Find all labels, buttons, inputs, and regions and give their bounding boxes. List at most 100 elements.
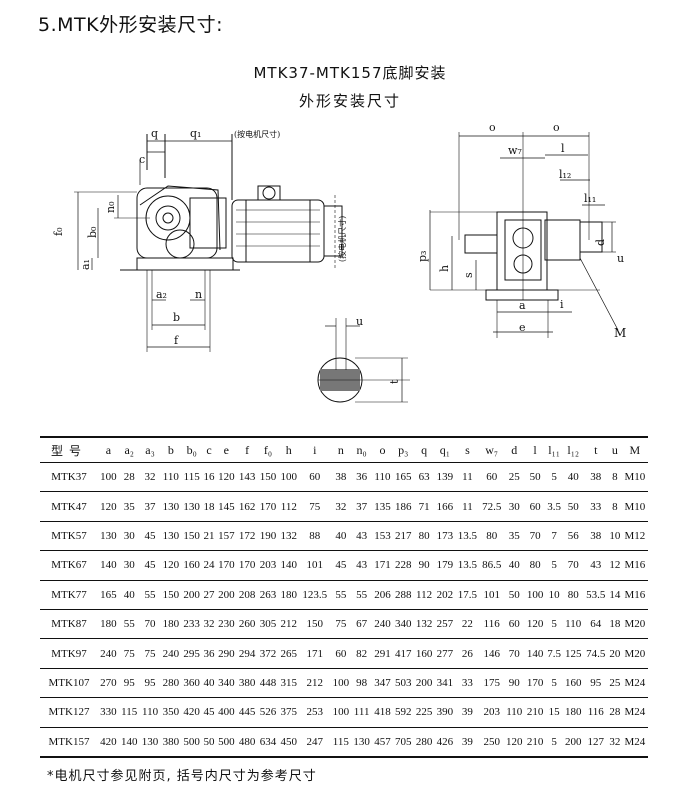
value-cell: 212 <box>278 609 300 640</box>
column-header: l₁₂ <box>562 436 584 463</box>
value-cell: M20 <box>621 638 648 669</box>
value-cell: 120 <box>160 550 182 581</box>
value-cell: 146 <box>479 638 504 669</box>
value-cell: 33 <box>455 668 480 699</box>
value-cell: 115 <box>330 727 352 758</box>
label-n: n <box>195 288 202 301</box>
value-cell: 11 <box>455 462 480 493</box>
value-cell: 17.5 <box>455 580 480 610</box>
value-cell: 125 <box>562 638 584 669</box>
value-cell: 112 <box>278 491 300 522</box>
value-cell: 33 <box>583 491 608 522</box>
value-cell: 175 <box>479 668 504 699</box>
value-cell: 75 <box>139 638 161 669</box>
label-motor-dim-note-vertical: (按电机尺寸) <box>337 216 347 262</box>
value-cell: 60 <box>299 462 331 493</box>
value-cell: 294 <box>236 638 258 669</box>
value-cell: 39 <box>455 697 480 728</box>
value-cell: 153 <box>372 521 393 552</box>
value-cell: 170 <box>236 550 258 581</box>
value-cell: 170 <box>215 550 237 581</box>
value-cell: 7 <box>545 521 563 552</box>
value-cell: 190 <box>257 521 279 552</box>
value-cell: 170 <box>257 491 279 522</box>
value-cell: 445 <box>236 697 258 728</box>
value-cell: 64 <box>583 609 608 640</box>
value-cell: 95 <box>118 668 140 699</box>
value-cell: 390 <box>434 697 456 728</box>
label-u-key: u <box>356 315 363 328</box>
value-cell: 426 <box>434 727 456 758</box>
value-cell: 341 <box>434 668 456 699</box>
value-cell: 135 <box>372 491 393 522</box>
value-cell: 50 <box>562 491 584 522</box>
value-cell: 112 <box>413 580 435 610</box>
value-cell: 305 <box>257 609 279 640</box>
value-cell: 120 <box>215 462 237 493</box>
column-header: q₁ <box>434 436 456 463</box>
value-cell: 10 <box>545 580 563 610</box>
value-cell: 115 <box>118 697 140 728</box>
value-cell: 30 <box>118 521 140 552</box>
value-cell: 39 <box>455 727 480 758</box>
column-header: e <box>215 436 237 463</box>
value-cell: 130 <box>160 491 182 522</box>
column-header: a <box>98 436 119 463</box>
value-cell: 265 <box>278 638 300 669</box>
model-cell: MTK57 <box>40 521 98 552</box>
value-cell: 171 <box>299 638 331 669</box>
value-cell: M24 <box>621 697 648 728</box>
label-p3: p₃ <box>416 251 429 262</box>
value-cell: 240 <box>98 638 119 669</box>
value-cell: 143 <box>236 462 258 493</box>
value-cell: 32 <box>330 491 352 522</box>
value-cell: 63 <box>413 462 435 493</box>
value-cell: 70 <box>524 521 546 552</box>
value-cell: 40 <box>118 580 140 610</box>
value-cell: 260 <box>236 609 258 640</box>
value-cell: 592 <box>392 697 414 728</box>
value-cell: 116 <box>583 697 608 728</box>
model-cell: MTK97 <box>40 638 98 669</box>
value-cell: 315 <box>278 668 300 699</box>
value-cell: 95 <box>139 668 161 699</box>
label-q1: q₁ <box>190 127 201 140</box>
value-cell: 203 <box>479 697 504 728</box>
label-e: e <box>519 321 526 334</box>
value-cell: 90 <box>413 550 435 581</box>
value-cell: 55 <box>330 580 352 610</box>
label-t: t <box>388 379 401 384</box>
value-cell: 28 <box>607 697 622 728</box>
value-cell: 115 <box>181 462 203 493</box>
value-cell: 132 <box>413 609 435 640</box>
value-cell: 290 <box>215 638 237 669</box>
value-cell: 263 <box>257 580 279 610</box>
value-cell: 32 <box>202 609 216 640</box>
value-cell: 150 <box>160 580 182 610</box>
model-cell: MTK37 <box>40 462 98 493</box>
value-cell: 233 <box>181 609 203 640</box>
value-cell: 35 <box>118 491 140 522</box>
value-cell: 127 <box>583 727 608 758</box>
value-cell: 18 <box>607 609 622 640</box>
value-cell: 60 <box>524 491 546 522</box>
drawing-subtitle: 外形安装尺寸 <box>298 92 401 110</box>
column-header: f₀ <box>257 436 279 463</box>
value-cell: 172 <box>236 521 258 552</box>
value-cell: 230 <box>215 609 237 640</box>
value-cell: 11 <box>455 491 480 522</box>
label-h: h <box>438 265 451 272</box>
label-c: c <box>139 153 145 166</box>
value-cell: 140 <box>98 550 119 581</box>
value-cell: 130 <box>181 491 203 522</box>
value-cell: 88 <box>299 521 331 552</box>
value-cell: 110 <box>562 609 584 640</box>
value-cell: 500 <box>181 727 203 758</box>
value-cell: 100 <box>278 462 300 493</box>
